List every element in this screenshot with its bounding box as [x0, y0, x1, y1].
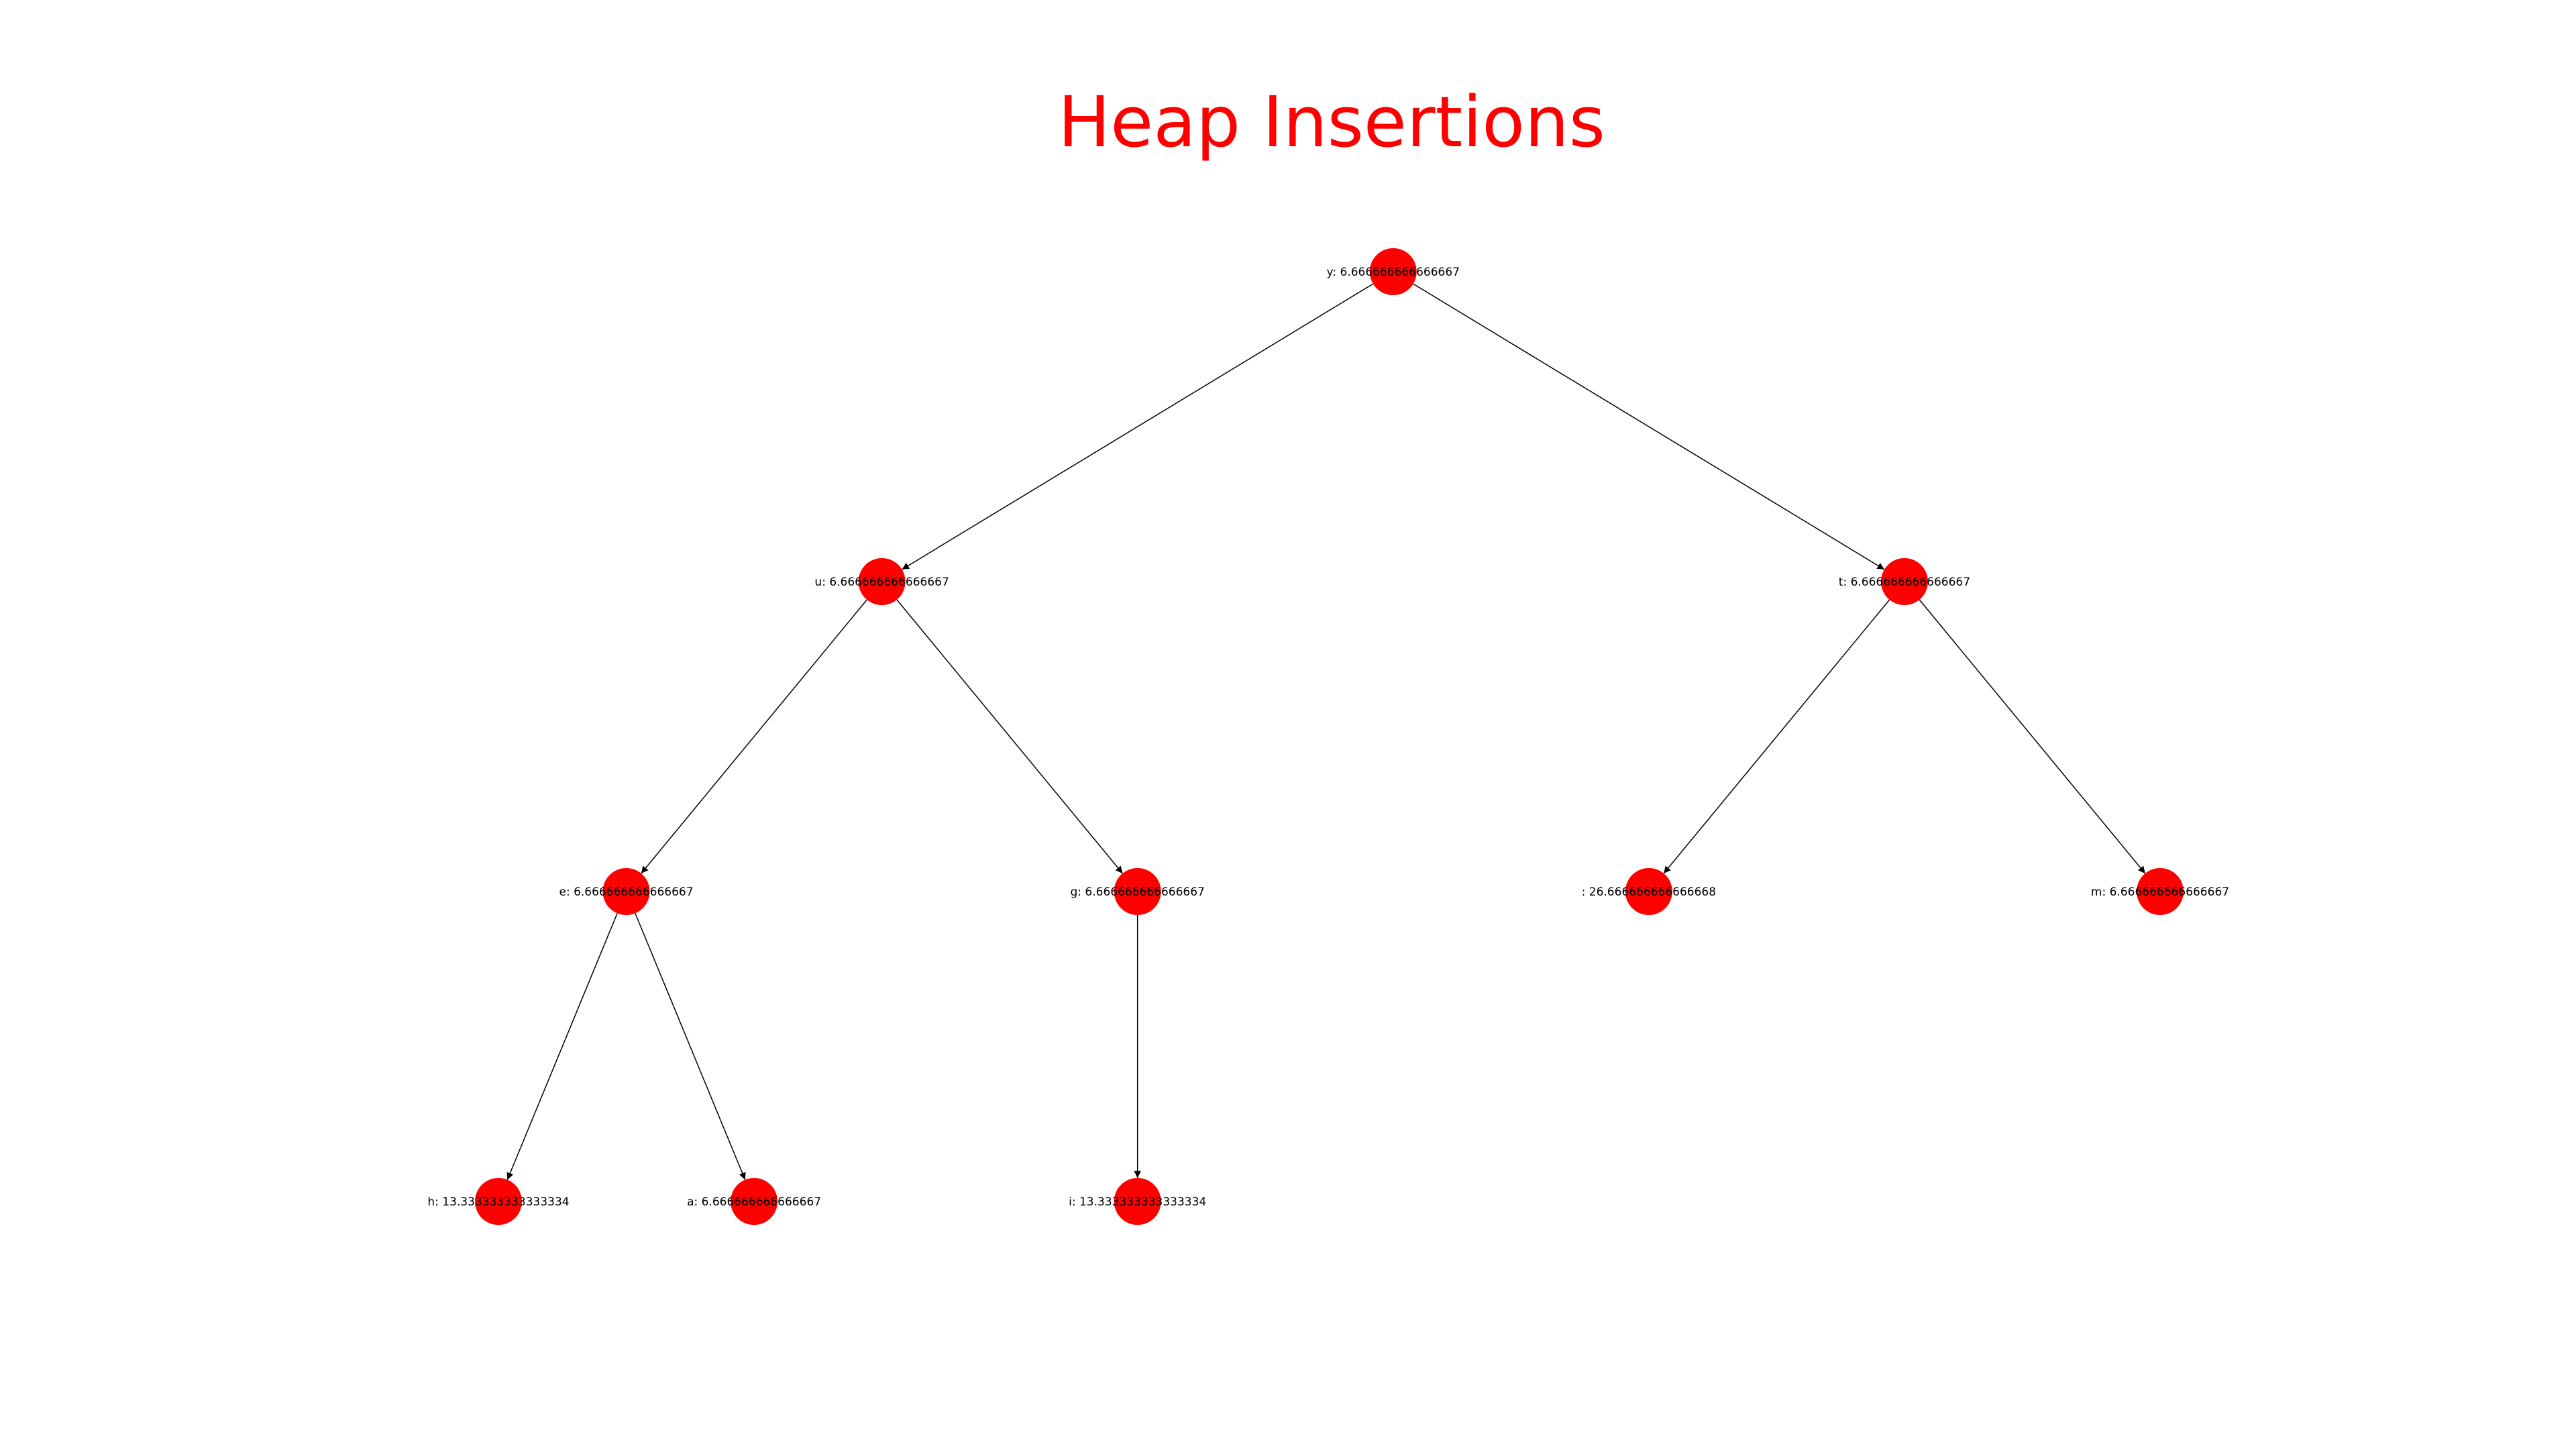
edge-u-e [641, 599, 867, 874]
heap-node-sp: : 26.666666666666668 [1582, 868, 1716, 915]
node-circle [1625, 868, 1672, 915]
heap-node-u: u: 6.666666666666667 [814, 558, 949, 605]
edge-e-a [635, 913, 746, 1180]
heap-node-t: t: 6.666666666666667 [1839, 558, 1970, 605]
heap-node-y: y: 6.666666666666667 [1327, 248, 1460, 295]
node-label: i: 13.333333333333334 [1069, 1195, 1206, 1209]
node-label: : 26.666666666666668 [1582, 885, 1716, 899]
edge-u-g [896, 599, 1123, 874]
node-label: u: 6.666666666666667 [814, 576, 949, 589]
node-circle [1369, 248, 1417, 295]
node-circle [602, 868, 650, 915]
edge-y-u [902, 283, 1374, 570]
node-circle [1114, 1178, 1161, 1225]
heap-node-h: h: 13.333333333333334 [427, 1178, 570, 1225]
node-circle [858, 558, 906, 605]
nodes-layer: y: 6.666666666666667 u: 6.666666666666667… [427, 248, 2229, 1225]
heap-node-m: m: 6.666666666666667 [2091, 868, 2229, 915]
node-circle [475, 1178, 522, 1225]
edge-y-t [1413, 283, 1885, 570]
node-label: t: 6.666666666666667 [1839, 576, 1970, 589]
heap-node-e: e: 6.666666666666667 [559, 868, 694, 915]
node-label: h: 13.333333333333334 [427, 1195, 569, 1209]
node-circle [2137, 868, 2184, 915]
edge-t-sp [1663, 599, 1890, 874]
node-label: e: 6.666666666666667 [559, 885, 694, 899]
edge-e-h [506, 913, 618, 1180]
edges-layer [506, 283, 2146, 1180]
heap-node-a: a: 6.666666666666667 [687, 1178, 821, 1225]
node-circle [1880, 558, 1928, 605]
node-label: y: 6.666666666666667 [1327, 266, 1460, 279]
heap-node-i: i: 13.333333333333334 [1069, 1178, 1206, 1225]
node-label: a: 6.666666666666667 [687, 1195, 821, 1209]
node-label: m: 6.666666666666667 [2091, 885, 2229, 899]
heap-node-g: g: 6.666666666666667 [1070, 868, 1205, 915]
edge-t-m [1919, 599, 2146, 874]
diagram-title: Heap Insertions [1058, 81, 1605, 163]
node-circle [1114, 868, 1161, 915]
node-label: g: 6.666666666666667 [1070, 885, 1204, 899]
node-circle [731, 1178, 778, 1225]
